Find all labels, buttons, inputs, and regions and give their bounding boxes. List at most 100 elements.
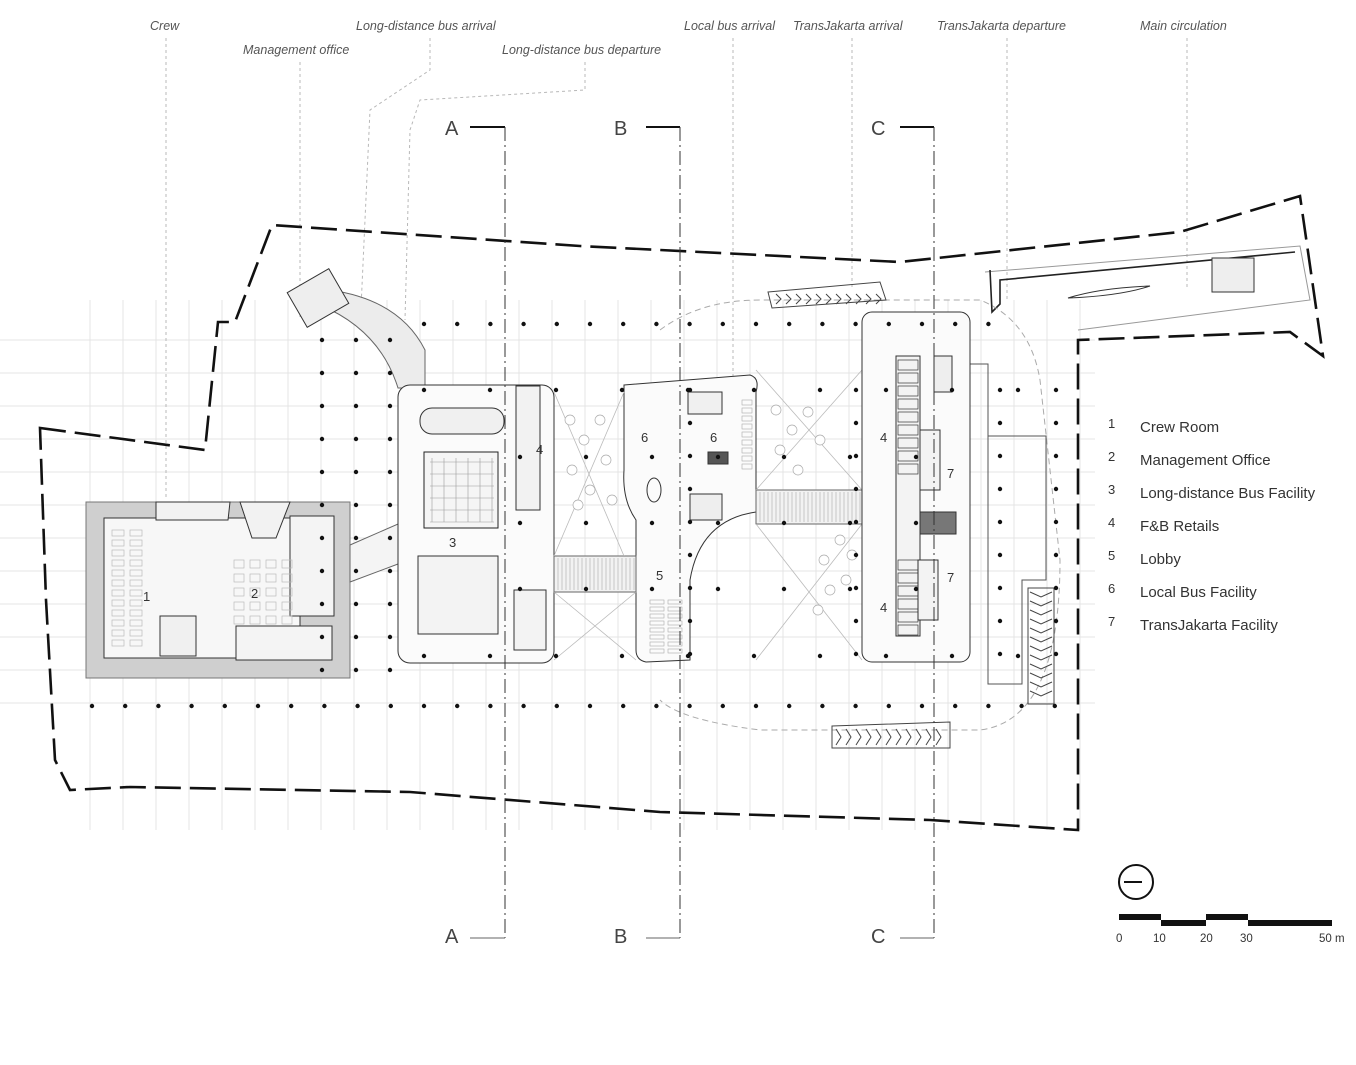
lobby-seat-row [649,641,665,647]
structural-column [387,634,393,640]
retail-unit [897,450,919,462]
retail-unit [897,624,919,636]
structural-column [319,601,325,607]
crew-room-desk [111,579,125,587]
structural-column [1052,703,1058,709]
lobby-seat-row [667,634,683,640]
crew-room-desk [111,529,125,537]
structural-column [353,469,359,475]
structural-column [997,420,1003,426]
structural-column [687,703,692,709]
crew-room-desk [111,609,125,617]
office-desk [265,559,277,569]
tree-canopy [606,494,618,506]
legend-label-4: F&B Retails [1140,518,1219,535]
structural-column [89,703,95,709]
lobby-seat-row [649,648,665,654]
structural-column [455,703,460,709]
crew-room-desk [129,539,143,547]
structural-column [853,703,858,709]
office-desk [249,573,261,583]
section-a-top: A [445,118,459,140]
crew-room-desk [111,549,125,557]
tree-canopy [818,554,830,566]
structural-column [853,651,859,657]
structural-column [553,387,559,393]
crew-room-desk [111,639,125,647]
callout-transjakarta-arrival: TransJakarta arrival [793,19,904,33]
structural-column [949,653,955,659]
lobby-seat-row [649,634,665,640]
callout-labels: Crew Management office Long-distance bus… [150,19,1227,57]
office-desk [265,587,277,597]
structural-column [687,420,693,426]
structural-column [353,337,359,343]
structural-column [353,502,359,508]
callout-main-circulation: Main circulation [1140,19,1227,33]
structural-column [853,552,859,558]
structural-column [353,436,359,442]
crew-room-desk [111,569,125,577]
structural-column [517,586,523,592]
structural-column [353,634,359,640]
structural-column [820,321,825,327]
lobby-seat-row [649,606,665,612]
walkway-ab-lines [557,558,635,590]
structural-column [517,520,523,526]
crew-room-desk [111,589,125,597]
waiting-seat [741,399,753,406]
structural-column [554,321,559,327]
plan-number-2: 2 [251,586,258,601]
legend: 1 Crew Room 2 Management Office 3 Long-d… [1108,416,1316,634]
tree-canopy [834,534,846,546]
structural-column [751,387,757,393]
structural-column [997,651,1003,657]
office-desk [233,559,245,569]
structural-column [355,703,360,709]
lobby-seat-row [667,613,683,619]
scale-tick-10: 10 [1153,933,1166,945]
office-desk [249,559,261,569]
structural-column [853,486,859,492]
transjakarta-block [861,311,971,663]
plan-number-4b: 4 [880,430,887,445]
structural-column [953,321,958,327]
crew-room-desk [129,599,143,607]
structural-column [319,403,325,409]
tree-canopy [584,484,596,496]
tree-canopy [594,414,606,426]
structural-column [1053,420,1059,426]
section-markers: A B C A B C [445,118,885,948]
structural-column [222,703,227,709]
office-desk [249,601,261,611]
lobby-seat-row [667,599,683,605]
plan-number-3: 3 [449,535,456,550]
structural-column [781,520,787,526]
crew-room-desk [129,549,143,557]
structural-column [997,585,1003,591]
structural-column [521,321,526,327]
structural-column [753,703,759,709]
structural-column [1053,552,1059,558]
structural-column [997,552,1003,558]
retail-unit [897,359,919,371]
lobby-seat-row [667,627,683,633]
scale-tick-0: 0 [1116,933,1122,945]
tree-canopy [770,404,782,416]
structural-column [913,586,919,592]
structural-column [387,568,393,574]
walkway-bc [755,489,863,525]
structural-column [353,601,359,607]
lobby-seat-row [649,620,665,626]
bus-lane-chevrons [1027,587,1055,705]
section-c-top: C [871,118,885,140]
retail-unit [897,572,919,584]
walkway-bc-lines [759,492,861,522]
structural-column [847,454,853,460]
retail-unit [897,598,919,610]
structural-column [649,520,655,526]
tree-canopy [600,454,612,466]
structural-column [997,453,1003,459]
crew-room-desk [129,579,143,587]
retail-unit [897,424,919,436]
